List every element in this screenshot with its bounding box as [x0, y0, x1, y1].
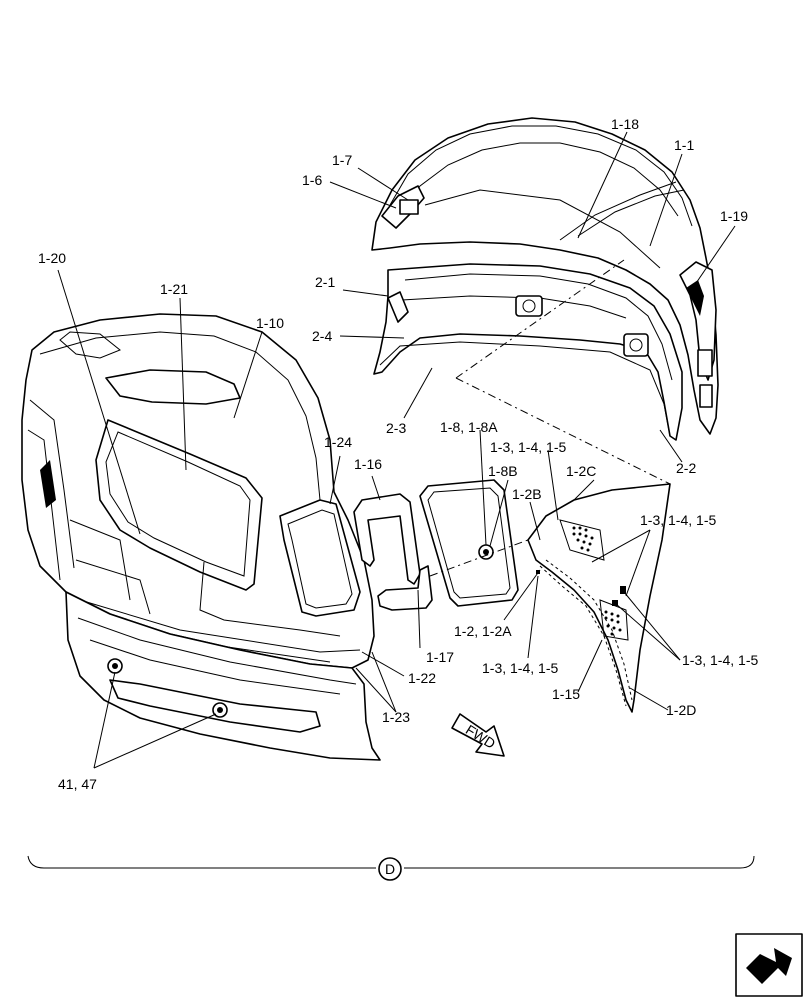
label-1-19: 1-19: [720, 208, 748, 224]
label-1-22: 1-22: [408, 670, 436, 686]
front-hood: [21, 313, 375, 669]
side-window-glass: [419, 479, 519, 607]
label-1-6: 1-6: [302, 172, 322, 188]
side-perforated-panel: [527, 483, 671, 713]
label-1-10: 1-10: [256, 315, 284, 331]
headliner-panel: [373, 263, 683, 441]
label-1-20: 1-20: [38, 250, 66, 266]
rear-roof-cover: [371, 117, 719, 435]
label-1-3-bottom: 1-3, 1-4, 1-5: [482, 660, 558, 676]
label-1-7: 1-7: [332, 152, 352, 168]
label-2-1: 2-1: [315, 274, 335, 290]
lower-grille-panel: [65, 591, 381, 761]
next-page-arrow-icon[interactable]: [735, 933, 803, 997]
alignment-line: [455, 377, 671, 485]
label-1-2d: 1-2D: [666, 702, 696, 718]
label-1-21: 1-21: [160, 281, 188, 297]
label-2-4: 2-4: [312, 328, 332, 344]
label-1-23: 1-23: [382, 709, 410, 725]
perforation-pattern-bottom: [604, 610, 622, 636]
label-1-1: 1-1: [674, 137, 694, 153]
label-1-24: 1-24: [324, 434, 352, 450]
label-1-8b: 1-8B: [488, 463, 518, 479]
label-1-17: 1-17: [426, 649, 454, 665]
label-1-3-top: 1-3, 1-4, 1-5: [490, 439, 566, 455]
forward-arrow-icon: FWD: [451, 713, 505, 757]
label-1-2b: 1-2B: [512, 486, 542, 502]
label-1-15: 1-15: [552, 686, 580, 702]
label-1-18: 1-18: [611, 116, 639, 132]
label-1-2: 1-2, 1-2A: [454, 623, 512, 639]
perforation-pattern-top: [572, 526, 594, 552]
label-1-3-right: 1-3, 1-4, 1-5: [640, 512, 716, 528]
leader-lines: [57, 131, 736, 769]
label-41-47: 41, 47: [58, 776, 97, 792]
part-labels: 1-18 1-1 1-7 1-6 1-19 1-20 1-21 1-10 2-1…: [38, 116, 758, 792]
label-2-3: 2-3: [386, 420, 406, 436]
label-2-2: 2-2: [676, 460, 696, 476]
section-bracket: D: [27, 855, 755, 881]
label-1-2c: 1-2C: [566, 463, 596, 479]
alignment-line: [455, 259, 625, 379]
label-1-3-lower-right: 1-3, 1-4, 1-5: [682, 652, 758, 668]
section-label: D: [385, 861, 395, 877]
label-1-8: 1-8, 1-8A: [440, 419, 498, 435]
label-1-16: 1-16: [354, 456, 382, 472]
